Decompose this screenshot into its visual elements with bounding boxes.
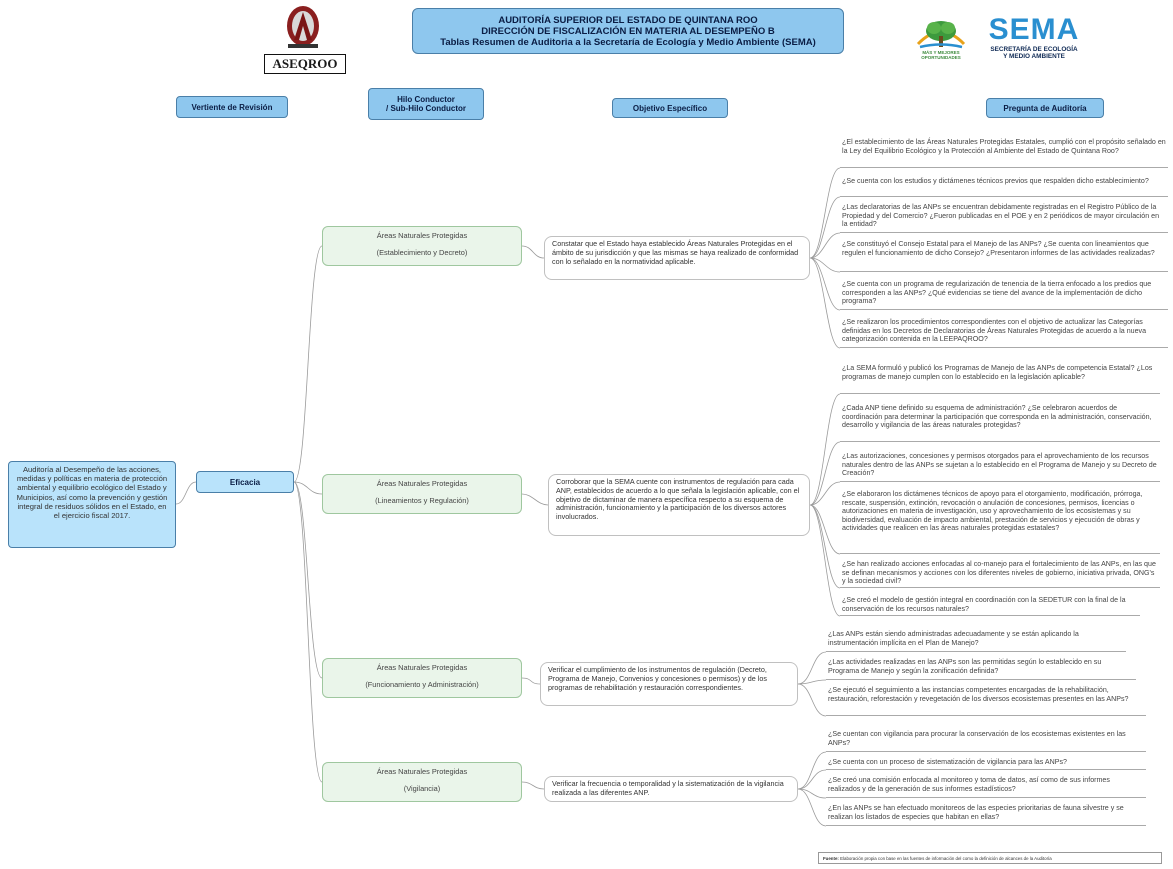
topic-establecimiento: Áreas Naturales Protegidas (Establecimie… — [322, 226, 522, 266]
topic-funcionamiento: Áreas Naturales Protegidas (Funcionamien… — [322, 658, 522, 698]
topic-title: Áreas Naturales Protegidas — [376, 479, 468, 488]
question-item: ¿Se creó una comisión enfocada al monito… — [826, 776, 1146, 798]
connector-objective-question — [809, 393, 841, 506]
question-item: ¿Cada ANP tiene definido su esquema de a… — [840, 404, 1160, 442]
objective-lineamientos: Corroborar que la SEMA cuente con instru… — [548, 474, 810, 536]
question-item: ¿Se ejecutó el seguimiento a las instanc… — [826, 686, 1146, 716]
connector-objective-question — [809, 232, 841, 259]
question-item: ¿Se cuenta con los estudios y dictámenes… — [840, 177, 1168, 197]
objective-vigilancia: Verificar la frecuencia o temporalidad y… — [544, 776, 798, 802]
objective-funcionamiento: Verificar el cumplimiento de los instrum… — [540, 662, 798, 706]
connector-root-dimension — [175, 481, 197, 505]
connector-objective-question — [797, 769, 827, 790]
connector-objective-question — [809, 481, 841, 506]
aseqroo-logo: ASEQROO — [262, 4, 346, 76]
connector-topic-objective — [521, 781, 545, 790]
topic-subtitle: (Funcionamiento y Administración) — [365, 680, 479, 689]
connector-topic-objective — [521, 493, 549, 506]
connector-objective-question — [797, 679, 827, 685]
source-label: Fuente: — [823, 856, 839, 861]
question-item: ¿Las autorizaciones, concesiones y permi… — [840, 452, 1160, 482]
connector-objective-question — [809, 504, 841, 589]
connector-dimension-topic — [293, 481, 323, 495]
question-item: ¿Se cuenta con un programa de regulariza… — [840, 280, 1168, 310]
question-item: ¿Se constituyó el Consejo Estatal para e… — [840, 240, 1168, 272]
connector-topic-objective — [521, 245, 545, 259]
hilo-header-line-2: / Sub-Hilo Conductor — [386, 104, 466, 113]
connector-objective-question — [797, 751, 827, 790]
topic-title: Áreas Naturales Protegidas — [376, 767, 468, 776]
aseqroo-emblem-icon — [287, 6, 319, 48]
aseqroo-logo-text: ASEQROO — [264, 54, 346, 74]
audit-scope-box: Auditoría al Desempeño de las acciones, … — [8, 461, 176, 548]
connector-objective-question — [797, 651, 827, 685]
connector-objective-question — [809, 441, 841, 506]
column-header-vertiente: Vertiente de Revisión — [176, 96, 288, 118]
column-header-pregunta: Pregunta de Auditoría — [986, 98, 1104, 118]
question-item: ¿Se realizaron los procedimientos corres… — [840, 318, 1168, 348]
hilo-header-line-1: Hilo Conductor — [397, 95, 455, 104]
topic-title: Áreas Naturales Protegidas — [376, 663, 468, 672]
question-item: ¿Las declaratorias de las ANPs se encuen… — [840, 203, 1168, 233]
connector-objective-question — [797, 683, 827, 717]
connector-dimension-topic — [293, 245, 323, 483]
topic-subtitle: (Vigilancia) — [403, 784, 441, 793]
connector-objective-question — [809, 196, 841, 259]
source-note: Fuente: Elaboración propia con base en l… — [818, 852, 1162, 864]
connector-objective-question — [797, 788, 827, 799]
sema-emblem: MÁS Y MEJORES OPORTUNIDADES — [912, 16, 970, 68]
tree-icon — [916, 21, 966, 49]
title-line-3: Tablas Resumen de Auditoria a la Secreta… — [440, 37, 816, 48]
sema-motto: MÁS Y MEJORES OPORTUNIDADES — [921, 50, 961, 60]
question-item: ¿El establecimiento de las Áreas Natural… — [840, 138, 1168, 168]
question-item: ¿Se han realizado acciones enfocadas al … — [840, 560, 1160, 588]
question-item: ¿Se cuentan con vigilancia para procurar… — [826, 730, 1146, 752]
report-title: AUDITORÍA SUPERIOR DEL ESTADO DE QUINTAN… — [412, 8, 844, 54]
question-item: ¿Las ANPs están siendo administradas ade… — [826, 630, 1126, 652]
sema-subtitle-2: Y MEDIO AMBIENTE — [1003, 53, 1065, 60]
topic-title: Áreas Naturales Protegidas — [376, 231, 468, 240]
title-line-1: AUDITORÍA SUPERIOR DEL ESTADO DE QUINTAN… — [498, 15, 758, 26]
source-text: Elaboración propia con base en las fuent… — [840, 856, 1052, 861]
sema-logo: SEMA SECRETARÍA DE ECOLOGÍA Y MEDIO AMBI… — [976, 14, 1092, 70]
connector-dimension-topic — [293, 481, 323, 783]
title-line-2: DIRECCIÓN DE FISCALIZACIÓN EN MATERIA AL… — [481, 26, 775, 37]
connector-topic-objective — [521, 677, 541, 685]
sema-subtitle-1: SECRETARÍA DE ECOLOGÍA — [990, 46, 1078, 53]
topic-lineamientos: Áreas Naturales Protegidas (Lineamientos… — [322, 474, 522, 514]
topic-vigilancia: Áreas Naturales Protegidas (Vigilancia) — [322, 762, 522, 802]
connector-objective-question — [809, 504, 841, 555]
sema-logo-name: SEMA — [988, 13, 1080, 46]
column-header-hilo: Hilo Conductor / Sub-Hilo Conductor — [368, 88, 484, 120]
topic-subtitle: (Establecimiento y Decreto) — [376, 248, 468, 257]
question-item: ¿En las ANPs se han efectuado monitoreos… — [826, 804, 1146, 826]
objective-establecimiento: Constatar que el Estado haya establecido… — [544, 236, 810, 280]
dimension-eficacia: Eficacia — [196, 471, 294, 493]
topic-subtitle: (Lineamientos y Regulación) — [375, 496, 469, 505]
question-item: ¿Las actividades realizadas en las ANPs … — [826, 658, 1136, 680]
connector-objective-question — [797, 788, 827, 827]
connector-objective-question — [809, 167, 841, 259]
connector-objective-question — [809, 504, 841, 617]
question-item: ¿Se cuenta con un proceso de sistematiza… — [826, 758, 1146, 770]
connector-objective-question — [809, 257, 841, 273]
column-header-objetivo: Objetivo Específico — [612, 98, 728, 118]
question-item: ¿La SEMA formuló y publicó los Programas… — [840, 364, 1160, 394]
connector-objective-question — [809, 257, 841, 311]
question-item: ¿Se creó el modelo de gestión integral e… — [840, 596, 1140, 616]
connector-objective-question — [809, 257, 841, 349]
question-item: ¿Se elaboraron los dictámenes técnicos d… — [840, 490, 1160, 554]
connector-dimension-topic — [293, 481, 323, 679]
